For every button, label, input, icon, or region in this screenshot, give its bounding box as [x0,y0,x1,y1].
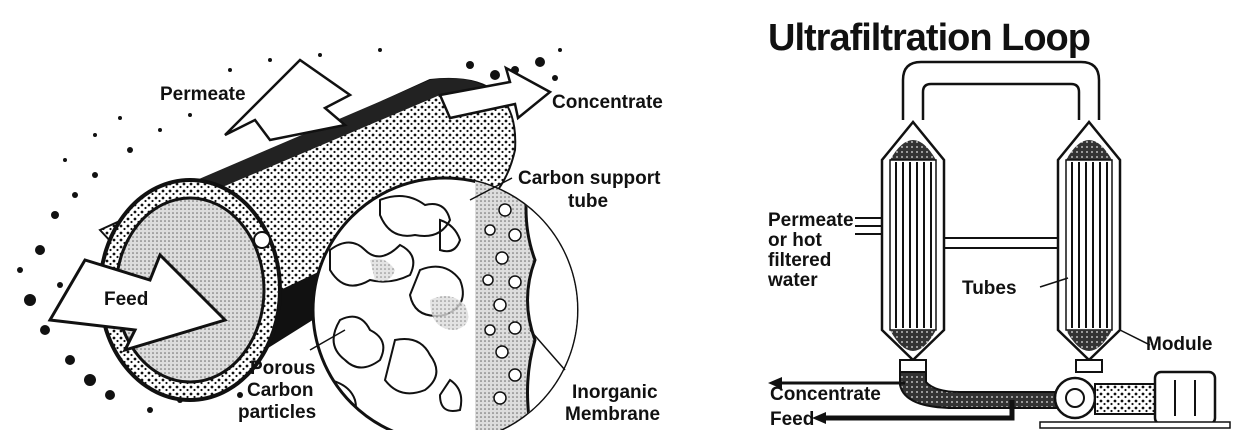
permeate-label: Permeate [160,84,246,105]
module-label: Module [1146,334,1213,355]
concentrate-pipe [900,372,1080,408]
carbon-support-label-line1: Carbon support [518,168,661,189]
loop-pipe [903,62,1099,120]
cross-pipe [944,238,1058,248]
permeate-label-line1: Permeate [768,210,854,231]
permeate-label-line4: water [767,270,818,291]
inorganic-label-line1: Inorganic [572,382,658,403]
module-right [1058,122,1120,372]
ultrafiltration-loop-diagram: Ultrafiltration Loop [767,17,1230,430]
permeate-label-line3: filtered [768,250,831,271]
concentrate-outlet-label: Concentrate [770,384,881,405]
tubes-label: Tubes [962,278,1017,299]
module-left [882,122,944,372]
permeate-outlet-pipes [855,218,882,234]
tubular-membrane-diagram: Permeate Concentrate Carbon support tube… [17,48,663,430]
permeate-label-line2: or hot [768,230,822,251]
inorganic-label-line2: Membrane [565,404,660,425]
feed-label: Feed [104,289,148,310]
porous-label-line1: Porous [250,358,315,379]
pump [1040,372,1230,428]
ultrafiltration-title: Ultrafiltration Loop [768,17,1090,59]
carbon-support-label-line2: tube [568,191,608,212]
porous-label-line3: particles [238,402,316,423]
concentrate-label: Concentrate [552,92,663,113]
feed-inlet-label: Feed [770,409,814,430]
porous-label-line2: Carbon [247,380,314,401]
